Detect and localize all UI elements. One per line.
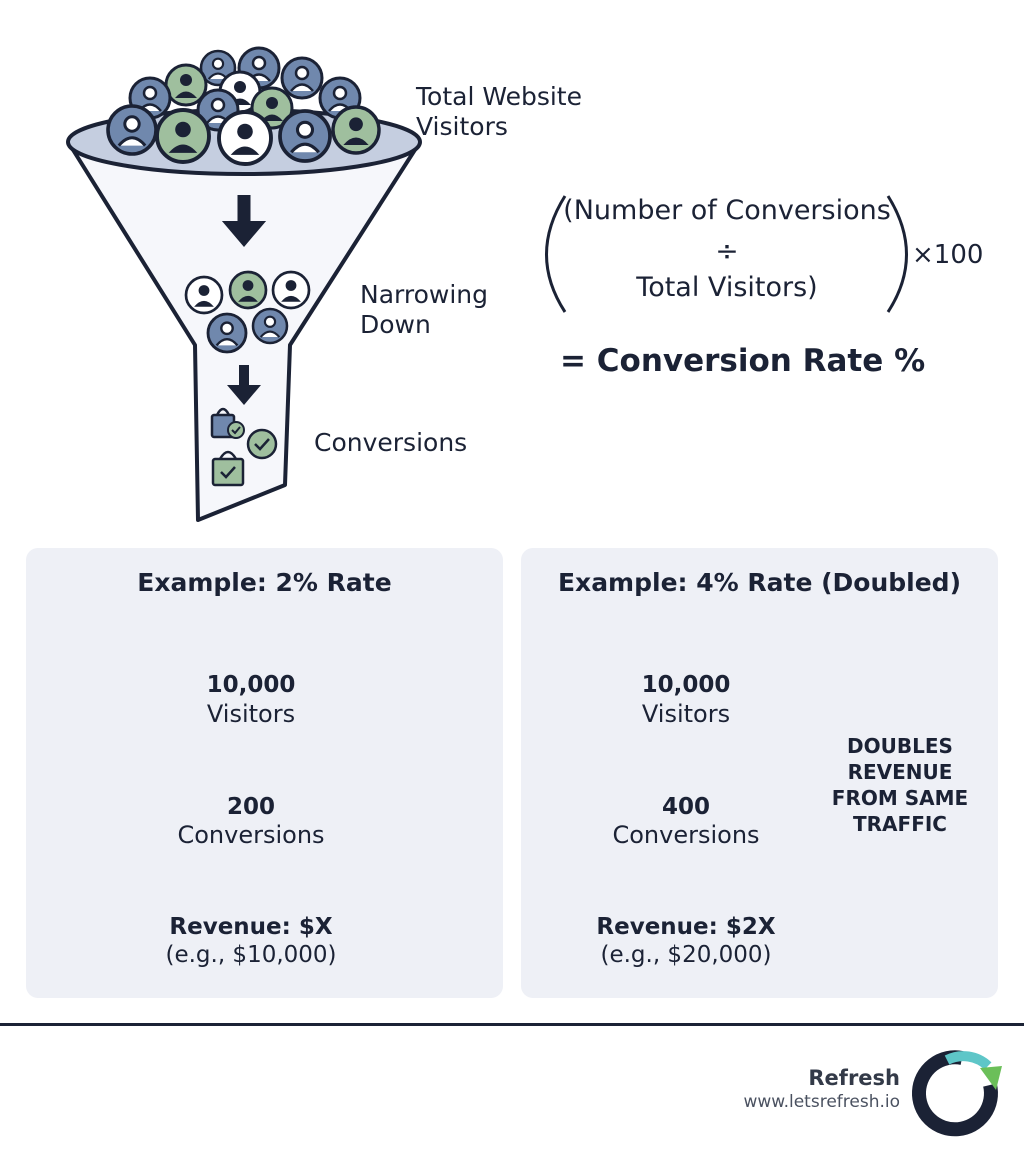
brand-name: Refresh (808, 1066, 900, 1090)
panel-title: Example: 4% Rate (Doubled) (557, 568, 961, 597)
example-panel-4-percent: Example: 4% Rate (Doubled) 10,000 Visito… (521, 548, 998, 998)
refresh-logo-icon (911, 1050, 1002, 1137)
brand-url: www.letsrefresh.io (743, 1092, 900, 1112)
conversions-label: Conversions (612, 821, 760, 849)
shopping-bag-icon (211, 450, 245, 487)
visitors-count: 10,000 (206, 672, 296, 698)
example-panel-2-percent: Example: 2% Rate 10,000 Visitors 200 Con… (26, 548, 503, 998)
doubles-revenue-callout: DOUBLES REVENUE FROM SAME TRAFFIC (831, 734, 969, 836)
visitors-label: Visitors (206, 700, 296, 728)
conversions-label: Conversions (177, 821, 325, 849)
funnel-top-label: Total Website Visitors (416, 82, 582, 141)
conversions-count: 200 (226, 794, 275, 820)
revenue-example: (e.g., $10,000) (165, 942, 337, 968)
visitor-crowd-icon (106, 46, 381, 166)
revenue-label: Revenue: $2X (596, 914, 776, 940)
revenue-label: Revenue: $X (169, 914, 333, 940)
funnel-mid-label: Narrowing Down (360, 280, 488, 339)
formula-operator: ÷ (715, 234, 739, 267)
footer-divider (0, 1023, 1024, 1026)
formula-multiplier: ×100 (912, 240, 984, 270)
formula-numerator: (Number of Conversions (563, 195, 891, 226)
revenue-example: (e.g., $20,000) (600, 942, 772, 968)
formula-denominator: Total Visitors) (636, 272, 818, 303)
main-funnel-icon (66, 46, 422, 522)
formula-parentheses (545, 195, 908, 313)
conversions-count: 400 (661, 794, 710, 820)
panel-title: Example: 2% Rate (137, 568, 392, 597)
funnel-bottom-label: Conversions (314, 428, 468, 457)
check-circle-icon (246, 428, 278, 460)
shopping-bag-icon (210, 407, 245, 439)
visitors-label: Visitors (641, 700, 731, 728)
formula-result: = Conversion Rate % (560, 343, 926, 379)
visitors-count: 10,000 (641, 672, 731, 698)
